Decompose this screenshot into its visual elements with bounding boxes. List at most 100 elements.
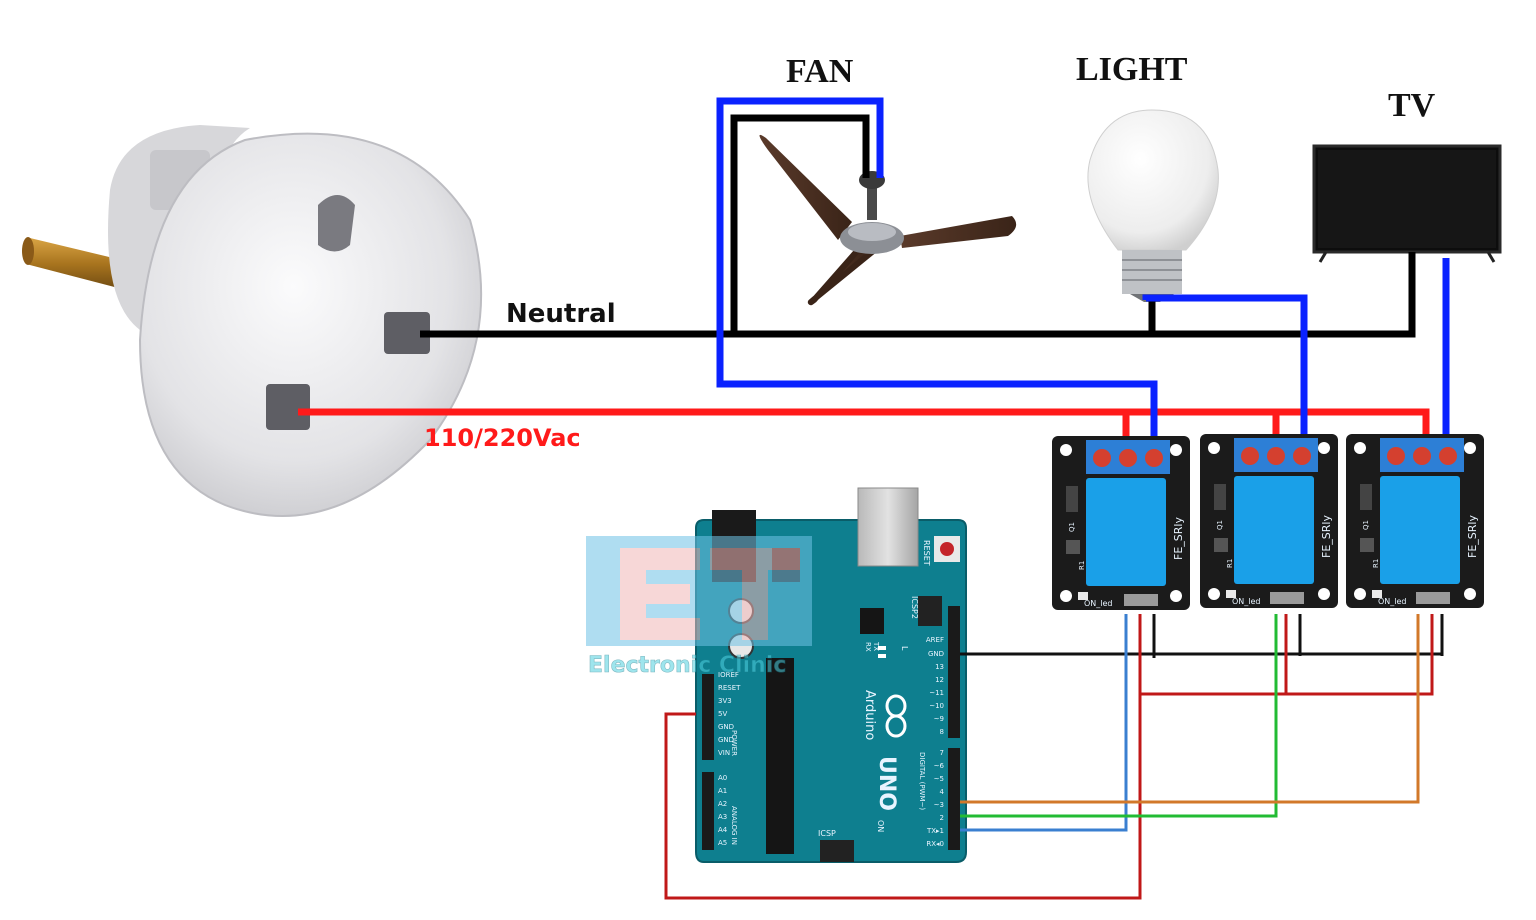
relay-module-3: FE_SRly ON_led R1 Q1 [1346, 434, 1484, 608]
relay-module-2: FE_SRly ON_led R1 Q1 [1200, 434, 1338, 608]
plug-live-slot [266, 384, 310, 430]
digital-bottom-pin-labels: 7 ~6 ~5 4 ~3 2 TX▸1 RX◂0 [926, 749, 945, 848]
svg-text:A4: A4 [718, 826, 728, 834]
relay-module-1: FE_SRly ON_led R1 Q1 [1052, 436, 1190, 610]
svg-text:A0: A0 [718, 774, 727, 782]
signal-wire-relay-3 [960, 614, 1420, 804]
gnd-wire [960, 614, 1444, 658]
relay-coil [1086, 478, 1166, 586]
fan-blade-left [759, 134, 852, 240]
relay-r1-label: R1 [1372, 559, 1380, 568]
svg-text:VIN: VIN [718, 749, 730, 757]
bulb-glass [1087, 109, 1219, 251]
svg-text:GND: GND [928, 650, 944, 658]
relay-led-label: ON_led [1378, 597, 1407, 606]
svg-text:RESET: RESET [718, 684, 741, 692]
tv-title: TV [1388, 87, 1436, 124]
board-name-label: Arduino [862, 690, 877, 740]
svg-text:GND: GND [718, 723, 734, 731]
signal-wire-relay-2 [960, 614, 1278, 818]
neutral-label: Neutral [506, 299, 616, 329]
on-led-label: ON [876, 820, 885, 832]
svg-text:13: 13 [935, 663, 944, 671]
fan-blade-bottom [807, 246, 880, 306]
relay-q1-label: Q1 [1216, 520, 1224, 530]
reset-label: RESET [922, 540, 931, 566]
light-bulb [1087, 109, 1219, 302]
power-header-label: POWER [730, 730, 738, 756]
board-model-label: UNO [874, 756, 899, 811]
svg-text:~6: ~6 [934, 762, 945, 770]
light-title: LIGHT [1076, 51, 1188, 88]
live-label: 110/220Vac [424, 424, 581, 452]
analog-header-label: ANALOG IN [730, 806, 738, 845]
svg-text:RX◂0: RX◂0 [926, 840, 944, 848]
analog-pin-labels: A0 A1 A2 A3 A4 A5 [718, 774, 728, 847]
svg-text:AREF: AREF [926, 636, 944, 644]
analog-header [702, 772, 714, 850]
svg-text:12: 12 [935, 676, 944, 684]
fan-title: FAN [786, 53, 854, 90]
wall-plug-adapter [22, 125, 483, 517]
switched-wire [716, 97, 1450, 460]
plug-face [138, 132, 483, 517]
svg-text:A1: A1 [718, 787, 727, 795]
digital-header-label: DIGITAL (PWM~) [918, 752, 926, 810]
relay-label: FE_SRly [1172, 517, 1185, 560]
signal-wire-relay-1 [960, 614, 1128, 832]
svg-text:A3: A3 [718, 813, 727, 821]
signal-wires [960, 614, 1420, 832]
relay-led-label: ON_led [1232, 597, 1261, 606]
relay-q1-label: Q1 [1068, 522, 1076, 532]
relay-r1-label: R1 [1226, 559, 1234, 568]
svg-text:4: 4 [940, 788, 945, 796]
svg-text:~10: ~10 [929, 702, 944, 710]
digital-header-bottom [948, 748, 960, 850]
svg-text:3V3: 3V3 [718, 697, 732, 705]
relay-coil [1380, 476, 1460, 584]
fan-blade-right [900, 216, 1017, 248]
neutral-wire [420, 114, 1416, 338]
svg-text:GND: GND [718, 736, 734, 744]
svg-text:IOREF: IOREF [718, 671, 739, 679]
svg-text:A2: A2 [718, 800, 727, 808]
television [1312, 144, 1502, 263]
svg-text:8: 8 [940, 728, 944, 736]
plug-earth-hole [318, 195, 355, 252]
icsp2-label: ICSP2 [910, 596, 919, 619]
relay-label: FE_SRly [1466, 515, 1479, 558]
ceiling-fan [759, 134, 1017, 306]
relay-coil [1234, 476, 1314, 584]
usb-port [857, 487, 919, 567]
tx-led-label: TX [872, 641, 880, 651]
plug-pin [26, 238, 130, 290]
svg-text:A5: A5 [718, 839, 727, 847]
electronic-clinic-watermark: Electronic Clinic [586, 536, 812, 678]
relay-label: FE_SRly [1320, 515, 1333, 558]
rx-led-label: RX [864, 642, 872, 652]
atmega-chip [766, 658, 794, 854]
svg-text:~5: ~5 [934, 775, 944, 783]
svg-text:~9: ~9 [934, 715, 944, 723]
digital-top-pin-labels: AREF GND 13 12 ~11 ~10 ~9 8 [926, 636, 944, 736]
arduino-logo-icon [885, 694, 907, 738]
svg-text:~11: ~11 [929, 689, 944, 697]
svg-text:2: 2 [940, 814, 944, 822]
svg-text:5V: 5V [718, 710, 727, 718]
watermark-text: Electronic Clinic [588, 653, 786, 678]
l-led-label: L [900, 646, 909, 651]
power-pin-labels: IOREF RESET 3V3 5V GND GND VIN [718, 671, 741, 757]
svg-text:TX▸1: TX▸1 [926, 827, 944, 835]
plug-neutral-slot [384, 312, 430, 354]
svg-text:7: 7 [940, 749, 944, 757]
relay-led-label: ON_led [1084, 599, 1113, 608]
digital-header-top [948, 606, 960, 738]
relay-r1-label: R1 [1078, 561, 1086, 570]
relay-q1-label: Q1 [1362, 520, 1370, 530]
svg-text:~3: ~3 [934, 801, 944, 809]
icsp-label: ICSP [818, 829, 836, 838]
power-header [702, 674, 714, 760]
bulb-base [1122, 250, 1182, 294]
